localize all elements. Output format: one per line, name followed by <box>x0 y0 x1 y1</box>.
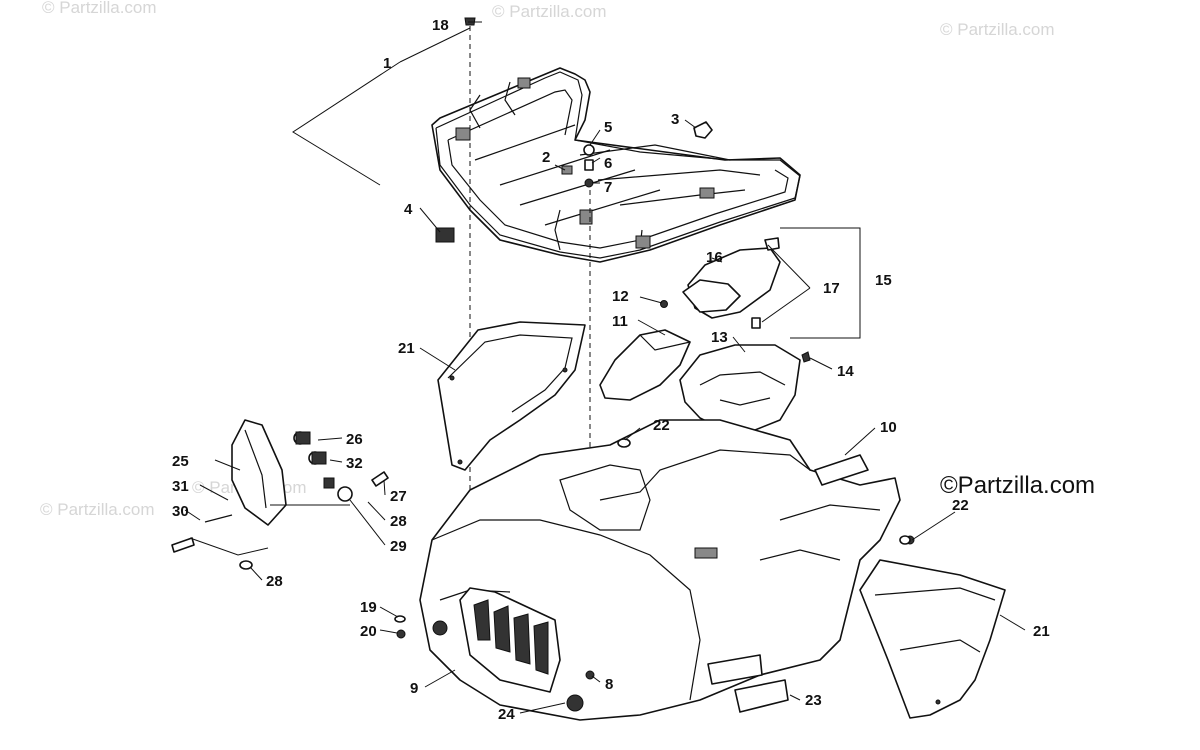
callout-9: 9 <box>410 680 418 697</box>
callout-30: 30 <box>172 503 189 520</box>
callout-2: 2 <box>542 149 550 166</box>
callout-21-left: 21 <box>398 340 415 357</box>
callout-labels: 1 2 3 4 5 6 7 8 9 10 11 12 13 14 15 16 1… <box>172 17 1050 723</box>
callout-5: 5 <box>604 119 612 136</box>
callout-16: 16 <box>706 249 723 266</box>
washers <box>394 438 911 639</box>
watermark-top-center: © Partzilla.com <box>492 2 607 21</box>
callout-31: 31 <box>172 478 189 495</box>
center-panel <box>599 300 691 401</box>
callout-11: 11 <box>612 313 628 330</box>
callout-13: 13 <box>711 329 728 346</box>
watermark-top-right: © Partzilla.com <box>940 20 1055 39</box>
inner-storage-tray <box>679 344 811 433</box>
callout-3: 3 <box>671 111 679 128</box>
callout-14: 14 <box>837 363 854 380</box>
callout-8: 8 <box>605 676 613 693</box>
storage-lid-assembly <box>682 227 861 339</box>
callout-20: 20 <box>360 623 377 640</box>
callout-23: 23 <box>805 692 822 709</box>
callout-1: 1 <box>383 55 391 72</box>
callout-27: 27 <box>390 488 407 505</box>
front-fender-body <box>419 419 901 721</box>
callout-19: 19 <box>360 599 377 616</box>
callout-28-lower: 28 <box>266 573 283 590</box>
callout-21-right: 21 <box>1033 623 1050 640</box>
decal-10 <box>814 454 869 486</box>
callout-26: 26 <box>346 431 363 448</box>
callout-29: 29 <box>390 538 407 555</box>
watermark-main: ©Partzilla.com <box>940 472 1096 499</box>
watermark-mid-left: © Partzilla.com <box>40 500 155 519</box>
callout-10: 10 <box>880 419 897 436</box>
front-rack <box>431 67 801 263</box>
callout-22-right: 22 <box>952 497 969 514</box>
callout-7: 7 <box>604 179 612 196</box>
callout-28-upper: 28 <box>390 513 407 530</box>
callout-4: 4 <box>404 201 413 218</box>
callout-22-center: 22 <box>653 417 670 434</box>
right-side-panel <box>859 535 1006 719</box>
callout-32: 32 <box>346 455 363 472</box>
callout-12: 12 <box>612 288 629 305</box>
decal-23 <box>734 679 789 713</box>
headlight-assembly <box>171 419 389 570</box>
callout-15: 15 <box>875 272 892 289</box>
callout-17: 17 <box>823 280 840 297</box>
leader-lines <box>184 21 1026 714</box>
callout-24: 24 <box>498 706 515 723</box>
watermark-top-left: © Partzilla.com <box>42 0 157 17</box>
left-side-panel <box>437 321 586 471</box>
callout-6: 6 <box>604 155 612 172</box>
callout-25: 25 <box>172 453 189 470</box>
rack-hardware <box>435 121 713 243</box>
callout-18: 18 <box>432 17 449 34</box>
